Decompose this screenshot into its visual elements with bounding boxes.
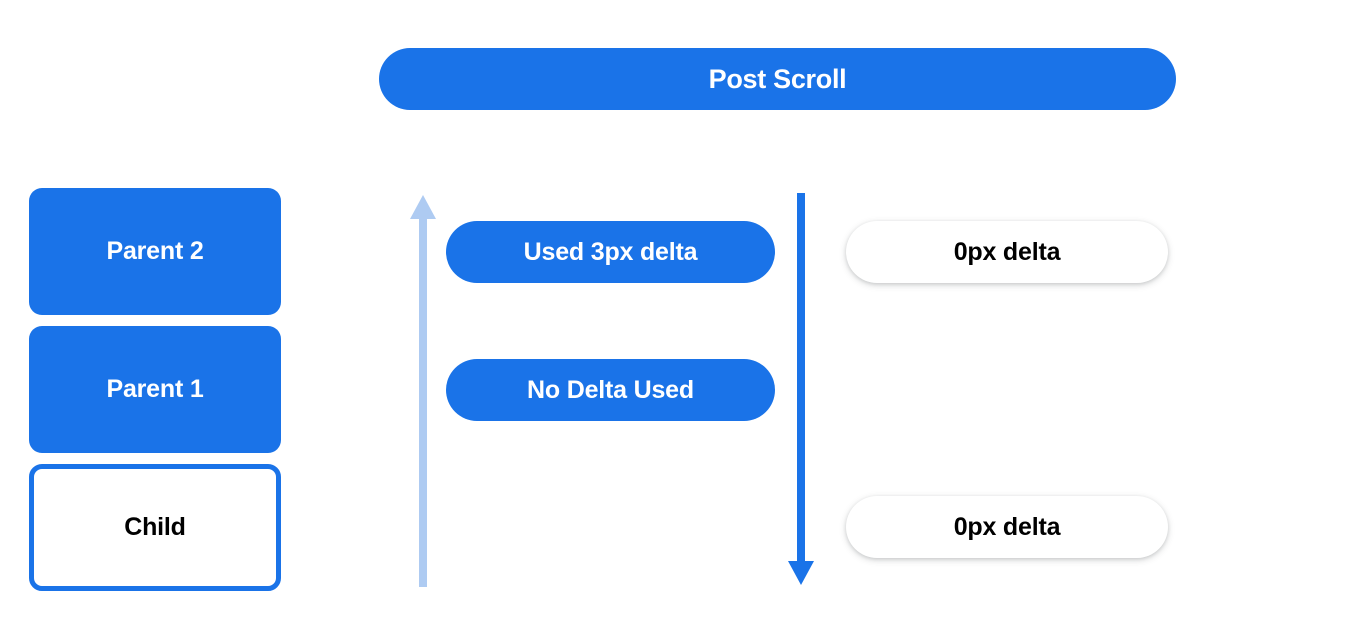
pill-0px-delta-bottom: 0px delta <box>846 496 1168 558</box>
node-parent-1: Parent 1 <box>29 326 281 453</box>
pill-no-delta-used-label: No Delta Used <box>527 375 694 404</box>
node-parent-1-label: Parent 1 <box>106 375 204 403</box>
node-parent-2: Parent 2 <box>29 188 281 315</box>
scroll-chain-up-arrow-icon <box>410 195 436 587</box>
scroll-chain-down-arrow-icon <box>788 193 814 585</box>
node-child: Child <box>29 464 281 591</box>
pill-0px-delta-top-label: 0px delta <box>953 237 1061 266</box>
page-title: Post Scroll <box>708 63 847 94</box>
post-scroll-header: Post Scroll <box>379 48 1176 110</box>
pill-no-delta-used: No Delta Used <box>446 359 775 421</box>
node-parent-2-label: Parent 2 <box>106 237 204 265</box>
pill-0px-delta-top: 0px delta <box>846 221 1168 283</box>
pill-0px-delta-bottom-label: 0px delta <box>953 512 1061 541</box>
pill-used-3px-delta-label: Used 3px delta <box>523 237 698 266</box>
pill-used-3px-delta: Used 3px delta <box>446 221 775 283</box>
node-child-label: Child <box>124 513 186 541</box>
